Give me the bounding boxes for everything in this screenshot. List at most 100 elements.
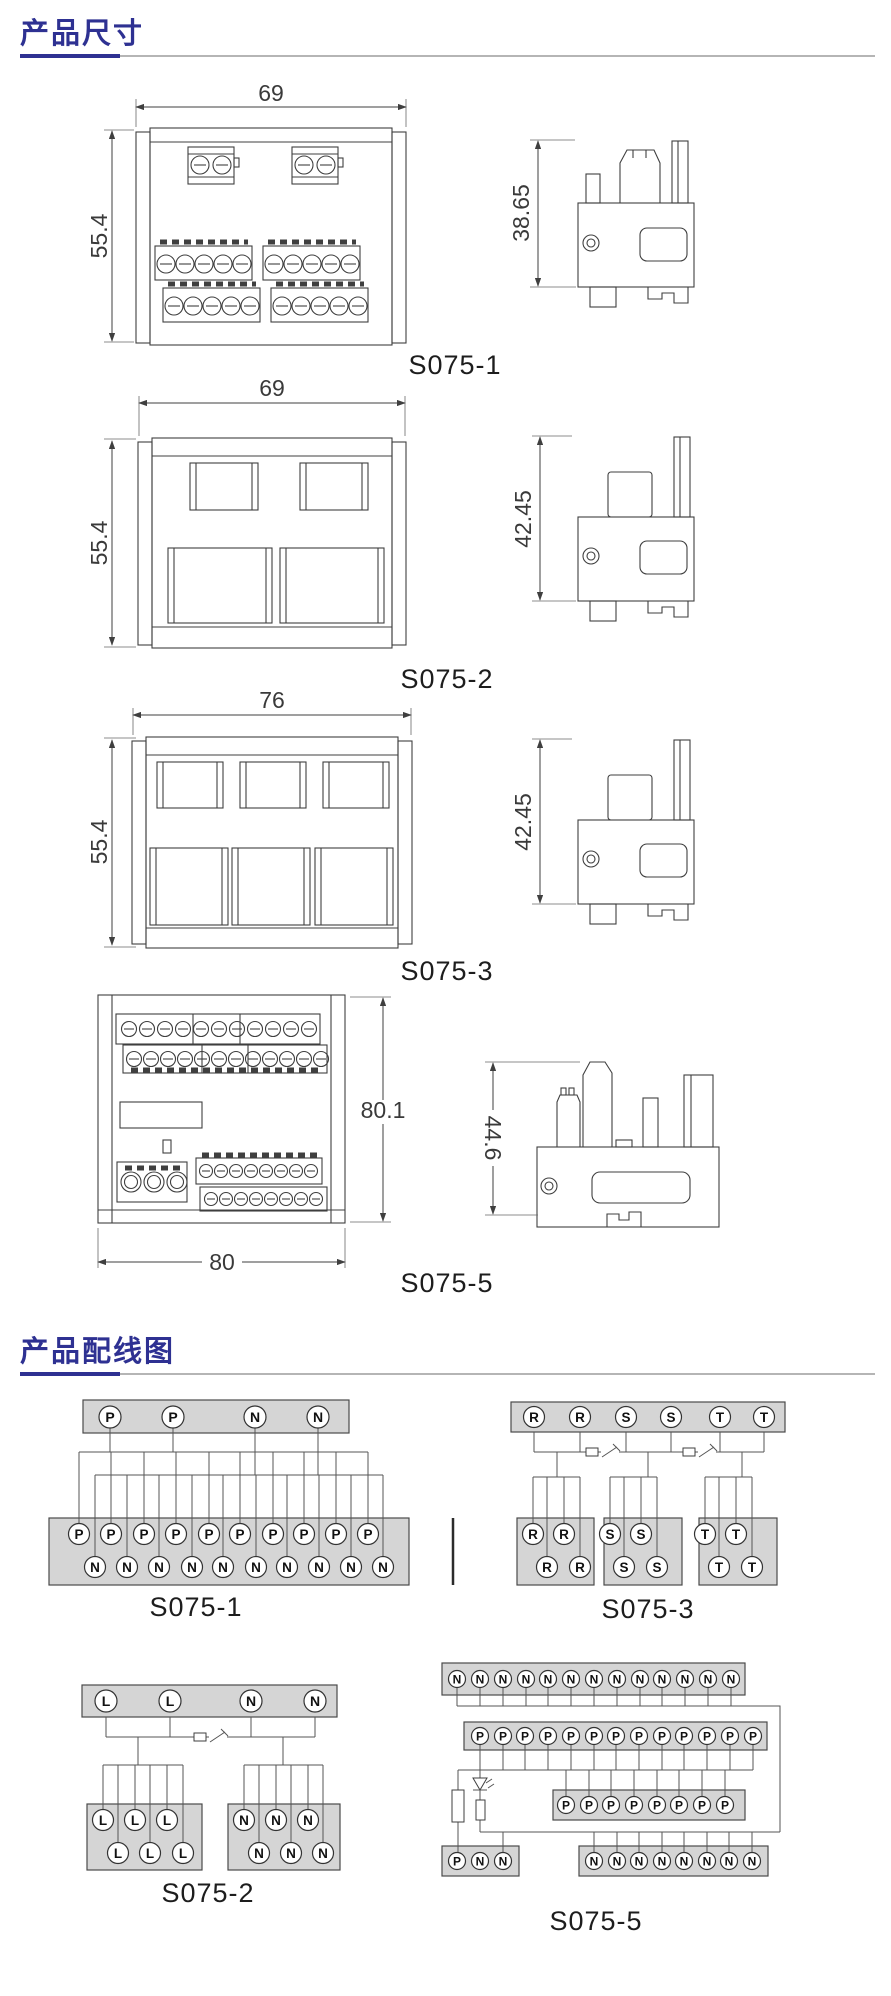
svg-text:N: N [476,1672,485,1686]
svg-text:N: N [346,1560,356,1575]
led-symbol [472,1777,495,1791]
dim-width-s075-1: 69 [258,80,284,106]
svg-text:N: N [154,1560,164,1575]
svg-text:P: P [567,1729,575,1743]
svg-text:N: N [613,1672,622,1686]
svg-text:P: P [585,1798,593,1812]
s075-2-front-dims: 69 55.4 [86,375,406,648]
svg-text:R: R [529,1410,539,1425]
svg-text:P: P [749,1729,757,1743]
svg-text:P: P [521,1729,529,1743]
svg-text:P: P [726,1729,734,1743]
svg-text:N: N [748,1854,757,1868]
dim-width-s075-3: 76 [259,687,285,713]
svg-text:T: T [760,1410,769,1425]
svg-text:R: R [542,1560,552,1575]
fuse-symbol [451,1789,465,1823]
svg-text:L: L [131,1813,139,1828]
s075-2-front-view [137,437,407,649]
svg-text:P: P [721,1798,729,1812]
svg-text:P: P [612,1729,620,1743]
dim-width-s075-5: 80 [209,1249,235,1275]
svg-text:N: N [499,1672,508,1686]
dim-height-s075-2: 55.4 [86,520,112,565]
svg-text:N: N [313,1409,323,1425]
svg-text:P: P [331,1527,340,1542]
svg-text:N: N [544,1672,553,1686]
model-label-s075-2: S075-2 [400,664,494,694]
title-rule-wiring [20,1372,875,1376]
title-rule-dimensions [20,54,875,58]
svg-text:N: N [590,1854,599,1868]
dim-depth-s075-2: 42.45 [510,490,536,548]
svg-text:N: N [476,1854,485,1868]
svg-text:R: R [575,1410,585,1425]
svg-text:T: T [716,1410,725,1425]
svg-text:P: P [363,1527,372,1542]
svg-text:N: N [218,1560,228,1575]
s075-2-side-dims: 42.45 [510,435,576,602]
svg-text:S: S [652,1560,661,1575]
svg-text:P: P [74,1527,83,1542]
s075-1-side-view [577,140,695,308]
svg-text:P: P [630,1798,638,1812]
svg-text:P: P [105,1409,114,1425]
svg-text:P: P [476,1729,484,1743]
wiring-label-s075-3: S075-3 [601,1594,695,1624]
svg-text:N: N [246,1693,256,1709]
s075-1-front-dims: 69 55.4 [86,80,407,343]
svg-text:S: S [621,1410,630,1425]
svg-text:N: N [282,1560,292,1575]
s075-1-side-dims: 38.65 [508,139,576,288]
svg-text:S: S [666,1410,675,1425]
svg-text:N: N [303,1813,313,1828]
svg-text:N: N [254,1846,264,1861]
svg-text:P: P [235,1527,244,1542]
s075-5-front-view [97,994,346,1224]
rule-accent-segment [20,54,120,58]
svg-text:N: N [499,1854,508,1868]
rule-accent-segment [20,1372,120,1376]
dim-width-s075-2: 69 [259,375,285,401]
svg-text:N: N [286,1846,296,1861]
svg-text:L: L [146,1846,154,1861]
svg-text:N: N [310,1693,320,1709]
svg-text:N: N [658,1854,667,1868]
svg-text:S: S [636,1527,645,1542]
s075-1-front-view [135,127,407,346]
s075-2-side-view [577,436,695,622]
svg-text:N: N [314,1560,324,1575]
svg-text:L: L [179,1846,187,1861]
svg-text:N: N [704,1672,713,1686]
svg-text:N: N [725,1854,734,1868]
svg-text:P: P [562,1798,570,1812]
svg-text:P: P [658,1729,666,1743]
section-title-dimensions: 产品尺寸 [20,18,145,50]
svg-text:P: P [171,1527,180,1542]
svg-text:N: N [680,1854,689,1868]
svg-text:N: N [681,1672,690,1686]
svg-text:P: P [268,1527,277,1542]
svg-text:N: N [122,1560,132,1575]
svg-text:P: P [544,1729,552,1743]
svg-text:L: L [99,1813,107,1828]
svg-text:P: P [299,1527,308,1542]
svg-text:N: N [613,1854,622,1868]
svg-text:N: N [635,1854,644,1868]
svg-text:P: P [675,1798,683,1812]
svg-text:R: R [528,1527,538,1542]
svg-text:S: S [605,1527,614,1542]
